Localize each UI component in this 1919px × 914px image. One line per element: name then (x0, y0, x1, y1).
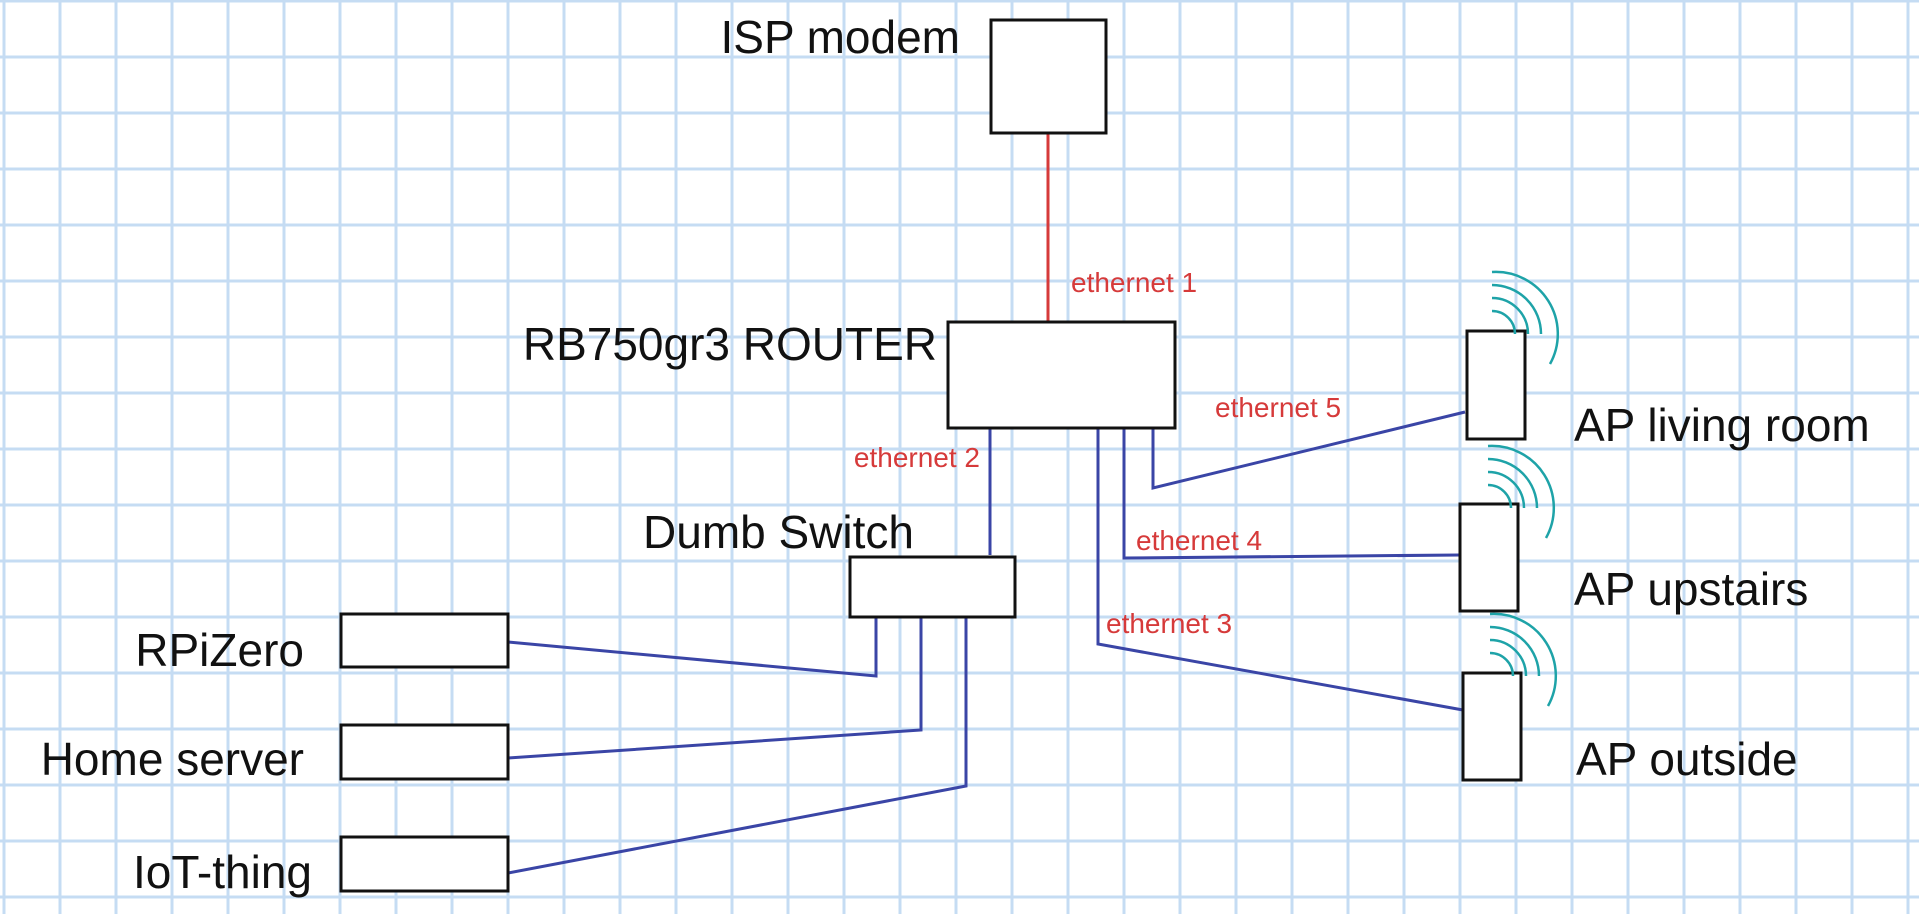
wifi-signal-icon (1491, 270, 1560, 365)
ethernet-4-label: ethernet 4 (1136, 525, 1262, 556)
router-box[interactable] (946, 320, 1177, 430)
isp-modem-box[interactable] (989, 18, 1108, 135)
wifi-signal-icon (1489, 612, 1558, 707)
port-labels: ethernet 1 ethernet 2 ethernet 3 etherne… (854, 267, 1341, 639)
ethernet-2-label: ethernet 2 (854, 442, 980, 473)
ap-living-room-box[interactable] (1465, 329, 1527, 441)
iot-thing-label: IoT-thing (133, 846, 312, 898)
dumb-switch-box[interactable] (848, 555, 1017, 619)
rpizero-label: RPiZero (135, 624, 304, 676)
link-switch-rpizero (507, 617, 878, 678)
link-router-ap-living-room (1151, 410, 1466, 490)
device-labels: ISP modem RB750gr3 ROUTER Dumb Switch RP… (41, 11, 1870, 898)
link-router-ap-upstairs (1122, 428, 1461, 560)
ethernet-3-label: ethernet 3 (1106, 608, 1232, 639)
dumb-switch-label: Dumb Switch (643, 506, 914, 558)
link-router-ap-outside (1096, 428, 1464, 712)
iot-thing-box[interactable] (339, 835, 510, 893)
ap-upstairs-box[interactable] (1458, 502, 1520, 613)
ethernet-5-label: ethernet 5 (1215, 392, 1341, 423)
ap-outside-label: AP outside (1576, 733, 1798, 785)
link-switch-home-server (507, 617, 923, 760)
ap-living-room-label: AP living room (1574, 399, 1870, 451)
rpizero-box[interactable] (339, 612, 510, 669)
isp-modem-label: ISP modem (721, 11, 960, 63)
router-label: RB750gr3 ROUTER (523, 318, 937, 370)
home-server-label: Home server (41, 733, 304, 785)
wifi-signal-icon (1487, 444, 1556, 539)
ethernet-1-label: ethernet 1 (1071, 267, 1197, 298)
ap-upstairs-label: AP upstairs (1574, 563, 1808, 615)
ap-outside-box[interactable] (1461, 671, 1523, 782)
home-server-box[interactable] (339, 723, 510, 781)
connections (507, 132, 1466, 875)
devices (339, 18, 1527, 893)
link-switch-iot-thing (507, 617, 968, 875)
